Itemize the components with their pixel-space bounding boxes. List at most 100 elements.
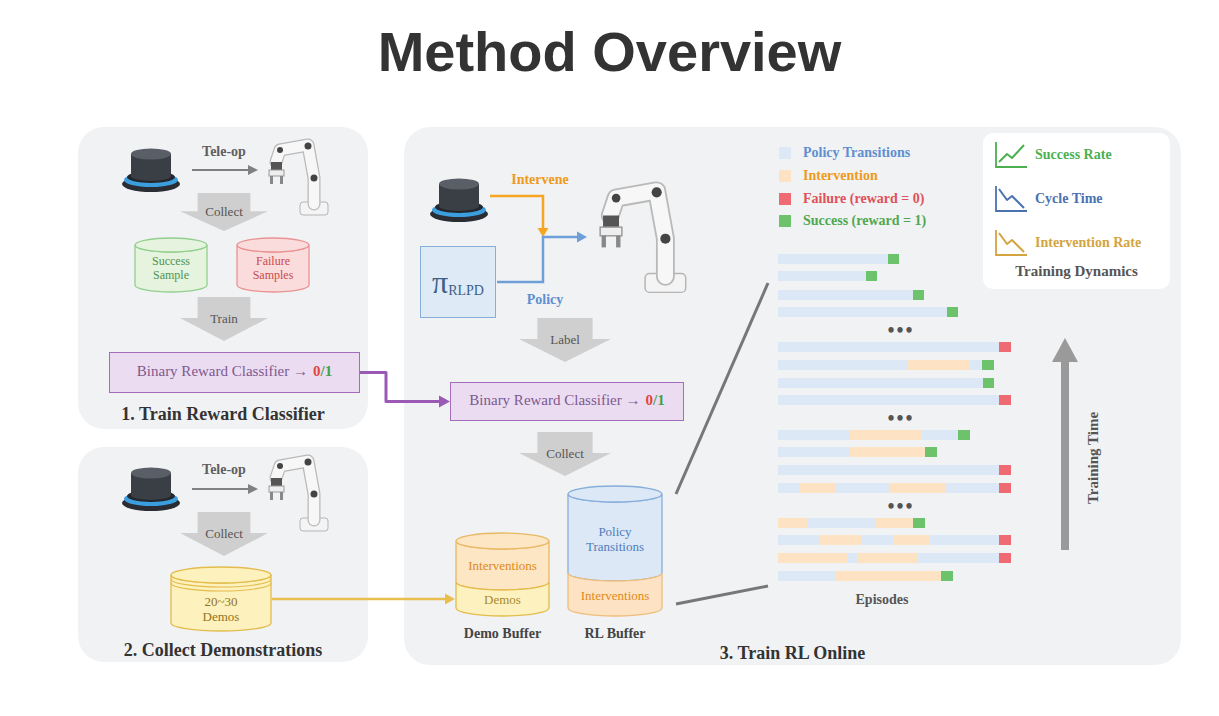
buffer-text: Policy Transitions	[575, 525, 655, 555]
episode-segment	[778, 571, 836, 581]
label-row: Training Time	[1079, 308, 1109, 608]
stage-panel: 2. Collect DemonstrationsCollect20~30 De…	[78, 447, 368, 662]
trend-axis	[996, 142, 1027, 167]
trend-icon	[993, 184, 1029, 214]
episode-segment	[999, 553, 1011, 563]
episode-bars	[778, 254, 1011, 581]
episode-segment	[947, 307, 958, 317]
ellipsis: •••	[887, 495, 914, 518]
text-row: Train	[180, 309, 268, 329]
episode-segment	[907, 360, 970, 370]
card-heading: Training Dynamics	[1015, 263, 1138, 280]
classifier-text: /1	[653, 392, 665, 409]
demo-store: 20~30 Demos	[170, 566, 272, 632]
episode-segment	[836, 483, 890, 493]
spacemouse-icon	[122, 149, 180, 193]
step-arrow: Train	[180, 297, 268, 341]
classifier-text: Binary Reward Classifier →	[469, 392, 640, 409]
episode-segment	[819, 535, 862, 545]
text-row: Label	[519, 330, 611, 350]
robot-arm	[600, 187, 686, 292]
legend-swatch	[779, 147, 791, 159]
episode-segment	[836, 571, 941, 581]
episode-segment	[893, 535, 930, 545]
teleop-arrow	[192, 169, 250, 171]
legend-text: Success (reward = 1)	[803, 213, 926, 229]
stage-panel: 3. Train RL OnlineπRLPDLabelBinary Rewar…	[404, 127, 1181, 665]
text-row: Success Sample	[134, 254, 208, 284]
label-row: Tele-op	[74, 455, 374, 485]
arrow-head	[445, 594, 455, 605]
buffer-text: Interventions	[581, 589, 650, 604]
policy-box: πRLPD	[420, 246, 496, 318]
episode-segment	[778, 360, 907, 370]
text-row: πRLPD	[421, 247, 495, 316]
episode-segment	[850, 447, 925, 457]
episode-segment	[999, 483, 1011, 493]
step-label: Collect	[205, 205, 243, 220]
connector-line	[360, 373, 441, 402]
robot-arm	[269, 459, 328, 532]
episode-segment	[800, 483, 836, 493]
arrow-head	[439, 395, 450, 407]
action-label: Tele-op	[202, 462, 246, 478]
intervene-arrow-head	[538, 228, 549, 237]
step-arrow: Label	[519, 318, 611, 362]
time-arrow-head	[1052, 338, 1078, 362]
legend-item: Intervention	[779, 161, 878, 191]
axis-label: Training Time	[1085, 412, 1102, 504]
step-label: Collect	[546, 447, 584, 462]
sample-store: Failure Samples	[236, 237, 310, 293]
cylinder-top	[135, 238, 207, 252]
store-label: 20~30 Demos	[191, 595, 251, 625]
store-label: Failure Samples	[244, 255, 302, 283]
legend-swatch	[779, 215, 791, 227]
episode-segment	[941, 571, 953, 581]
episode-segment	[778, 378, 983, 388]
episode-segment	[778, 553, 847, 563]
episode-segment	[778, 290, 913, 300]
cylinder-body	[568, 494, 662, 581]
block-arrow	[180, 512, 268, 556]
text-row: Binary Reward Classifier → 0/1	[451, 383, 683, 419]
spacemouse-icon	[122, 468, 180, 512]
connector	[360, 373, 450, 408]
text-row: Collect	[180, 202, 268, 222]
trend-axis	[996, 186, 1027, 211]
label-row: Intervene	[390, 165, 690, 195]
episode-segment	[850, 430, 922, 440]
episode-segment	[946, 483, 999, 493]
episode-segment	[970, 360, 982, 370]
episode-segment	[958, 430, 970, 440]
text-row: Collect	[180, 524, 268, 544]
connector-line	[272, 598, 447, 601]
step-arrow: Collect	[180, 193, 268, 231]
block-arrow	[519, 432, 611, 476]
teleop-arrow-head	[248, 165, 258, 175]
episode-segment	[778, 447, 850, 457]
step-arrow: Collect	[180, 512, 268, 556]
action-label: Policy	[527, 292, 564, 308]
trend-line	[999, 189, 1024, 208]
teleop-arrow	[192, 488, 250, 490]
zoom-line	[676, 586, 768, 604]
episode-segment	[913, 290, 924, 300]
classifier-text: 0	[646, 392, 654, 409]
episode-segment	[778, 535, 819, 545]
episode-segment	[778, 254, 888, 264]
legend-item: Policy Transitions	[779, 138, 910, 168]
episode-segment	[778, 518, 807, 528]
teleop-arrow-head	[248, 484, 258, 494]
legend-text: Failure (reward = 0)	[803, 191, 924, 207]
label-row: •••	[751, 403, 1051, 433]
trend-axis	[996, 230, 1027, 255]
episode-segment	[930, 535, 999, 545]
episode-segment	[876, 518, 913, 528]
buffer-text: Interventions	[468, 559, 537, 574]
label-row: •••	[751, 315, 1051, 345]
cylinder-top	[237, 238, 309, 252]
episode-segment	[982, 360, 994, 370]
episode-segment	[778, 271, 866, 281]
store-label: Success Sample	[142, 255, 200, 283]
